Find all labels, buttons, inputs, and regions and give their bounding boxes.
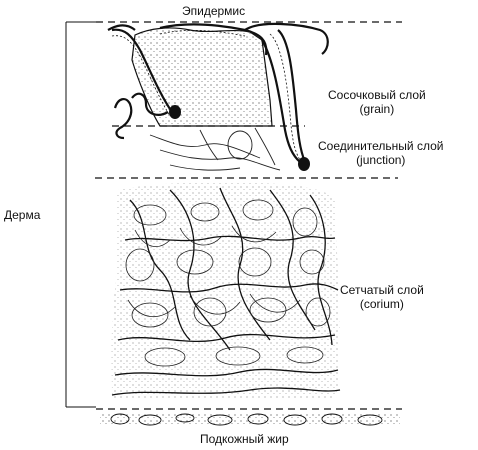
- reticular-layer-title: Сетчатый слой: [340, 283, 424, 297]
- papillary-layer-label: Сосочковый слой (grain): [328, 88, 426, 116]
- junction-layer-fibers: [150, 128, 280, 170]
- junction-layer-subtitle: (junction): [318, 153, 443, 167]
- junction-layer-title: Соединительный слой: [318, 139, 443, 153]
- reticular-layer-label: Сетчатый слой (corium): [340, 283, 424, 311]
- reticular-layer-subtitle: (corium): [340, 297, 424, 311]
- subcutaneous-fat-label: Подкожный жир: [200, 432, 289, 446]
- junction-layer-label: Соединительный слой (junction): [318, 139, 443, 167]
- papillary-layer-subtitle: (grain): [328, 102, 426, 116]
- papillary-layer-title: Сосочковый слой: [328, 88, 426, 102]
- reticular-layer-network: [112, 182, 340, 398]
- epidermis-label: Эпидермис: [182, 4, 245, 18]
- dermis-bracket: [66, 22, 96, 407]
- dermis-label: Дерма: [4, 208, 40, 222]
- subcutaneous-fat-band: [100, 412, 400, 426]
